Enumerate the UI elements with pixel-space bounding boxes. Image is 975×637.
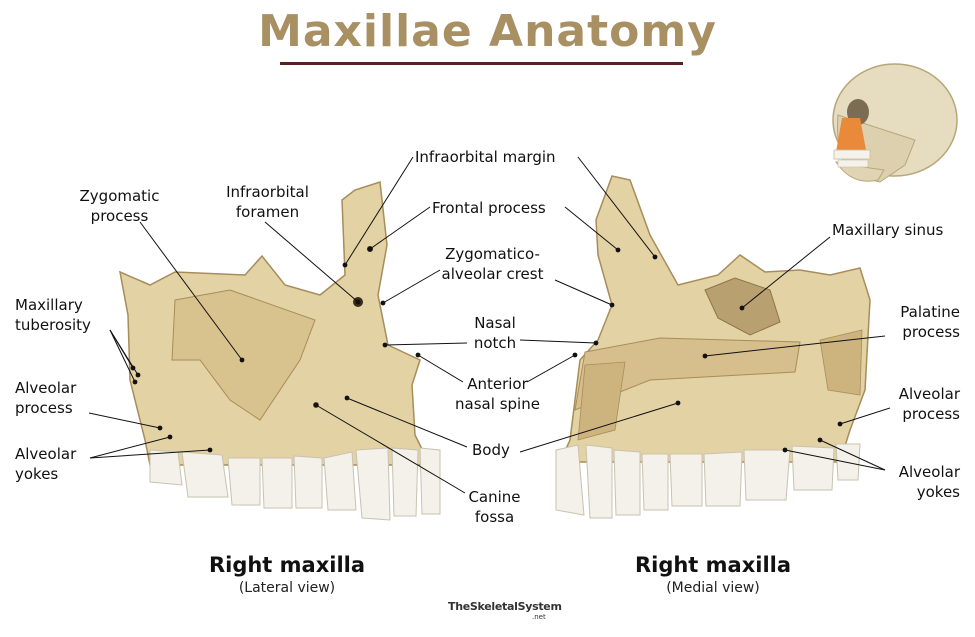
label-infraorbital-margin: Infraorbital margin: [415, 148, 556, 166]
label-zygomatic-process: Zygomatic process: [79, 187, 160, 225]
page-title: Maxillae Anatomy: [258, 6, 717, 57]
label-anterior-nasal-spine: Anterior nasal spine: [455, 375, 540, 413]
watermark: TheSkeletalSystem: [448, 600, 562, 613]
medial-teeth: [555, 443, 861, 519]
leader-dots: [130, 246, 843, 453]
label-alveolar-yokes-right: Alveolar yokes: [898, 463, 960, 501]
medial-view-title: Right maxilla: [634, 553, 792, 577]
label-nasal-notch: Nasal notch: [473, 314, 517, 352]
label-alveolar-process-left: Alveolar process: [15, 379, 77, 417]
label-alveolar-process-right: Alveolar process: [898, 385, 960, 423]
label-palatine-process: Palatine process: [900, 303, 960, 341]
label-maxillary-tuberosity: Maxillary tuberosity: [15, 296, 91, 334]
medial-view-subtitle: (Medial view): [666, 580, 760, 596]
medial-bone: [558, 175, 871, 463]
watermark-suffix: .net: [532, 613, 546, 621]
leader-lines: [88, 156, 891, 494]
lateral-view-title: Right maxilla: [208, 553, 366, 577]
lateral-teeth: [149, 447, 441, 521]
lateral-maxilla: [119, 181, 441, 521]
title-underline: [280, 62, 683, 65]
label-zygomatico-alveolar-crest: Zygomatico- alveolar crest: [441, 245, 544, 283]
zygomatic-process-shape: [171, 289, 316, 421]
label-alveolar-yokes-left: Alveolar yokes: [15, 445, 77, 483]
label-body: Body: [472, 441, 510, 459]
skull-icon: [832, 63, 958, 183]
medial-maxilla: [555, 175, 871, 519]
label-maxillary-sinus: Maxillary sinus: [832, 221, 944, 239]
label-canine-fossa: Canine fossa: [468, 488, 521, 526]
label-infraorbital-foramen: Infraorbital foramen: [226, 183, 309, 221]
palatine-process-shape: [574, 337, 801, 411]
lateral-view-subtitle: (Lateral view): [238, 580, 336, 596]
label-frontal-process: Frontal process: [432, 199, 546, 217]
